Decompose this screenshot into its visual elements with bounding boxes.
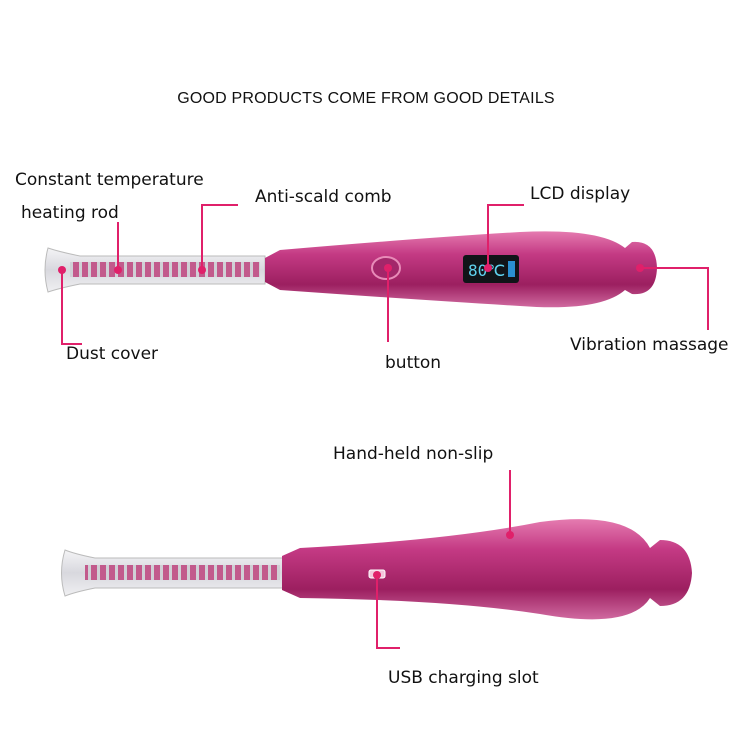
label-non-slip: Hand-held non-slip (333, 444, 494, 464)
callout-dots (58, 264, 644, 579)
handle-body (282, 519, 692, 620)
label-button: button (385, 353, 442, 373)
label-vibration: Vibration massage (570, 335, 729, 355)
label-usb: USB charging slot (388, 668, 539, 688)
label-dust-cover: Dust cover (66, 344, 159, 364)
anti-scald-comb (85, 565, 280, 580)
anti-scald-comb (70, 262, 260, 277)
device-top: 80℃ (44, 231, 657, 308)
handle-body (265, 231, 657, 308)
label-heating-rod-1: Constant temperature (15, 170, 204, 190)
device-bottom (61, 519, 692, 620)
label-heating-rod-2: heating rod (21, 203, 119, 223)
callout-lines (61, 204, 709, 649)
label-comb: Anti-scald comb (255, 187, 392, 207)
label-lcd: LCD display (530, 184, 631, 204)
page-title: GOOD PRODUCTS COME FROM GOOD DETAILS (177, 90, 555, 107)
battery-icon (508, 261, 515, 277)
